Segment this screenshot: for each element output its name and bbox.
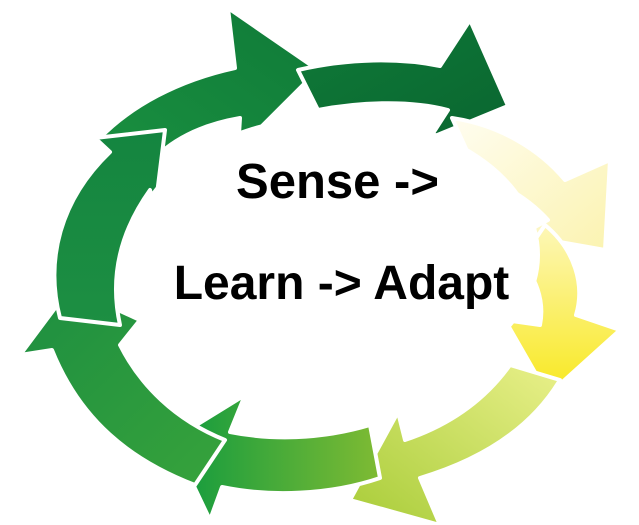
center-area bbox=[130, 115, 540, 395]
caption-line-2: Learn -> Adapt bbox=[173, 257, 510, 310]
caption-line-1: Sense -> bbox=[236, 155, 439, 209]
arrow-bottom-right-icon bbox=[348, 363, 562, 525]
arrow-left-lower-icon bbox=[18, 286, 227, 487]
arrow-left-upper-icon bbox=[52, 128, 167, 327]
arrow-top-right-icon bbox=[296, 18, 510, 140]
arrow-bottom-left-icon bbox=[170, 393, 382, 522]
